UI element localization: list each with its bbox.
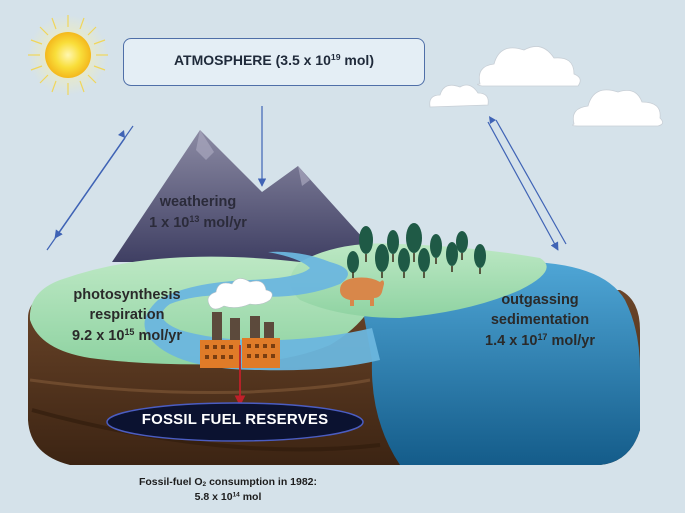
footnote-consumption-value: 5.8 x 1014 mol [194, 491, 262, 503]
weathering-rate: 1 x 1013 mol/yr [149, 214, 247, 231]
sun-icon [28, 15, 108, 95]
footnote-consumption-label: Fossil-fuel O2 consumption in 1982: [138, 476, 318, 488]
arrow-outgassing-up [495, 119, 567, 245]
weathering-label: weathering [159, 194, 237, 210]
atmosphere-box [123, 38, 425, 86]
flux-arrows [46, 106, 567, 251]
fossil-fuel-reserves-label: FOSSIL FUEL RESERVES [141, 411, 329, 428]
cloud-icon [429, 84, 489, 108]
atmosphere-label: ATMOSPHERE (3.5 x 1019 mol) [173, 52, 374, 68]
cloud-icon [572, 89, 663, 127]
respiration-label: respiration [89, 307, 165, 323]
outgassing-label: outgassing [501, 292, 579, 308]
mountain-icon [112, 130, 372, 262]
outgassing-rate: 1.4 x 1017 mol/yr [485, 332, 595, 349]
fossil-fuel-reserve-shape [106, 402, 364, 442]
photosynthesis-rate: 9.2 x 1015 mol/yr [72, 327, 182, 344]
photosynthesis-label: photosynthesis [73, 287, 181, 303]
tree-icon [347, 223, 486, 278]
cloud-icon [477, 46, 581, 87]
arrow-respiration-up [46, 137, 126, 251]
factory-icon [200, 278, 280, 368]
arrow-sedimentation-down [487, 121, 559, 251]
sedimentation-label: sedimentation [490, 312, 590, 328]
bison-icon [340, 277, 384, 306]
